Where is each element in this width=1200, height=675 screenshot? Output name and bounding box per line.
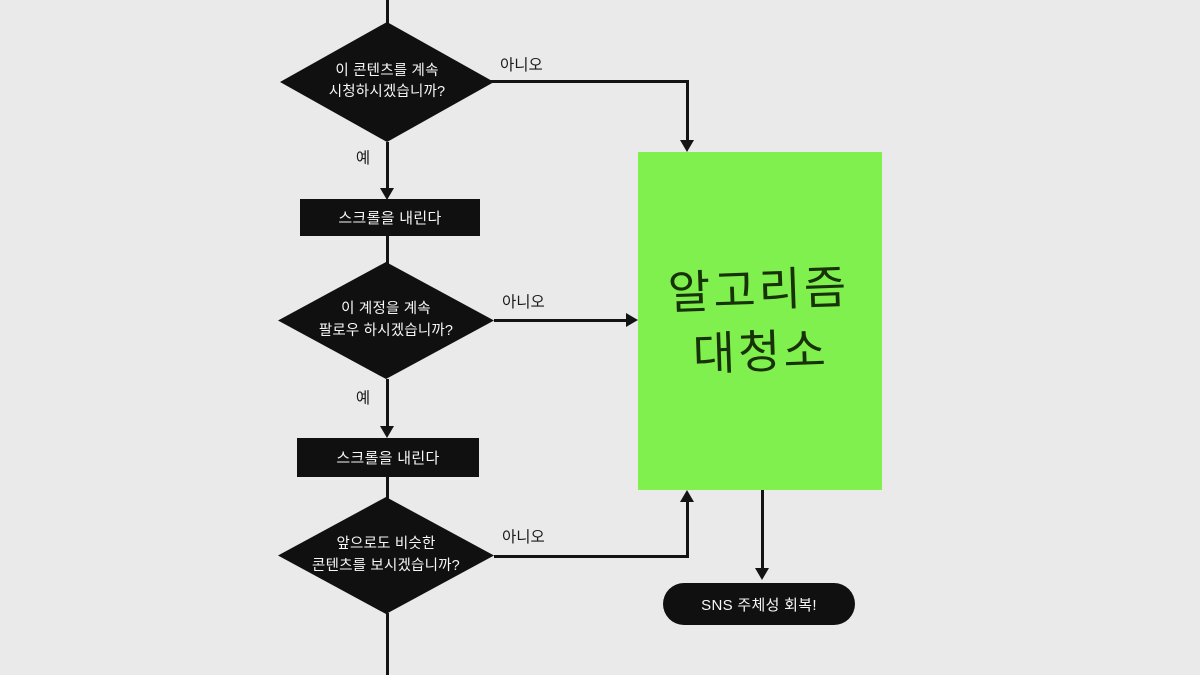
decision-similar-content-label2: 콘텐츠를 보시겠습니까?: [312, 557, 460, 574]
arrowhead-down-icon: [680, 140, 694, 152]
decision-similar-content-label: 앞으로도 비슷한: [336, 536, 436, 553]
process-scroll-down-1-label: 스크롤을 내린다: [338, 210, 442, 227]
edge-label-no-2: 아니오: [502, 294, 545, 311]
edge-label-no-3: 아니오: [502, 529, 545, 546]
arrowhead-right-icon: [626, 313, 638, 327]
highlight-line-2: 대청소: [692, 323, 830, 381]
edge-label-yes-1: 예: [355, 150, 371, 167]
connector-process2-to-decision3: [385, 477, 389, 499]
connector-no-2: [494, 318, 628, 322]
process-scroll-down-2: 스크롤을 내린다: [297, 438, 479, 477]
process-scroll-down-2-label: 스크롤을 내린다: [336, 450, 440, 467]
connector-yes-1: [385, 142, 389, 190]
edge-label-no-1: 아니오: [500, 57, 543, 74]
connector-entry: [385, 0, 389, 24]
connector-no-3-vertical: [685, 501, 689, 558]
decision-continue-watching-label2: 시청하시겠습니까?: [328, 84, 446, 100]
process-scroll-down-1: 스크롤을 내린다: [300, 199, 480, 236]
decision-continue-following: 이 계정을 계속 팔로우 하시겠습니까?: [278, 262, 494, 379]
decision-continue-watching: 이 콘텐츠를 계속 시청하시겠습니까?: [280, 22, 494, 142]
arrowhead-down-icon: [379, 426, 394, 438]
connector-no-3-horizontal: [494, 554, 689, 558]
connector-highlight-to-end: [760, 490, 764, 570]
edge-label-yes-2: 예: [355, 390, 371, 407]
end-pill-sns-recovery: SNS 주체성 회복!: [663, 583, 855, 625]
decision-similar-content: 앞으로도 비슷한 콘텐츠를 보시겠습니까?: [278, 497, 494, 614]
decision-continue-following-label2: 팔로우 하시겠습니까?: [318, 322, 454, 339]
decision-continue-following-label: 이 계정을 계속: [341, 301, 431, 318]
highlight-line-1: 알고리즘: [667, 260, 851, 320]
connector-yes-2: [385, 379, 389, 427]
connector-no-1-vertical: [685, 80, 689, 140]
arrowhead-down-icon: [379, 188, 394, 200]
highlight-box-text: 알고리즘 대청소: [667, 256, 853, 386]
connector-decision3-exit: [385, 613, 389, 675]
arrowhead-down-icon: [754, 568, 769, 580]
connector-no-1-horizontal: [490, 80, 689, 83]
arrowhead-up-icon: [680, 490, 694, 502]
connector-process1-to-decision2: [385, 236, 389, 264]
decision-continue-watching-label: 이 콘텐츠를 계속: [335, 62, 439, 79]
end-pill-label: SNS 주체성 회복!: [701, 596, 817, 614]
highlight-box-algorithm-cleanup: 알고리즘 대청소: [638, 152, 882, 490]
